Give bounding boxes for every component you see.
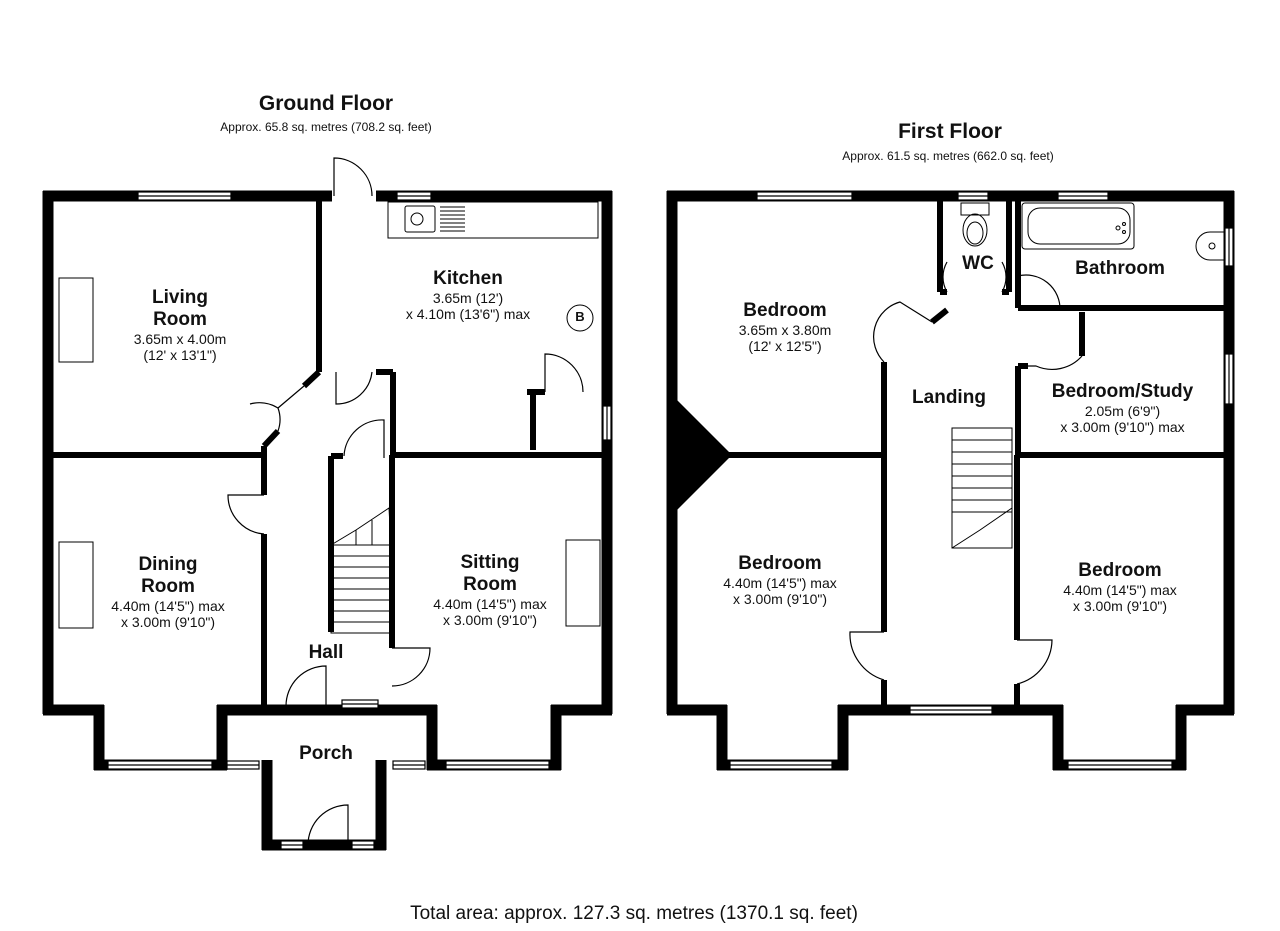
room-sitting-dim2: x 3.00m (9'10") — [442, 611, 537, 628]
room-bed3-dim2: x 3.00m (9'10") — [1072, 597, 1167, 614]
room-kitchen-dim1: 3.65m (12') — [432, 289, 504, 306]
room-sitting-name1: Sitting — [460, 552, 520, 573]
room-living: Living Room 3.65m x 4.00m (12' x 13'1") — [100, 287, 260, 363]
room-bedroom-rear-left: Bedroom 4.40m (14'5") max x 3.00m (9'10"… — [690, 553, 870, 607]
room-kitchen: Kitchen 3.65m (12') x 4.10m (13'6") max — [378, 268, 558, 322]
room-sitting: Sitting Room 4.40m (14'5") max x 3.00m (… — [400, 552, 580, 628]
room-sitting-dim1: 4.40m (14'5") max — [433, 595, 547, 612]
room-bed3-dim1: 4.40m (14'5") max — [1063, 581, 1177, 598]
room-study-name1: Bedroom/Study — [1051, 381, 1194, 402]
room-sitting-name2: Room — [463, 573, 517, 595]
first-floor-area: Approx. 61.5 sq. metres (662.0 sq. feet) — [842, 149, 1054, 163]
kitchen-fittings — [387, 201, 599, 332]
room-landing: Landing — [894, 387, 1004, 409]
ground-stairs — [330, 507, 392, 634]
room-bedroom-rear-right: Bedroom 4.40m (14'5") max x 3.00m (9'10"… — [1030, 560, 1210, 614]
room-study-dim1: 2.05m (6'9") — [1084, 402, 1161, 419]
first-doors — [849, 261, 1083, 685]
room-bed2-dim2: x 3.00m (9'10") — [732, 590, 827, 607]
room-porch-name1: Porch — [299, 743, 353, 764]
room-landing-name1: Landing — [912, 387, 986, 408]
room-living-name1: Living — [152, 287, 208, 308]
room-dining: Dining Room 4.40m (14'5") max x 3.00m (9… — [78, 554, 258, 630]
room-wc-name1: WC — [962, 253, 994, 274]
room-bed3-name1: Bedroom — [1078, 560, 1162, 581]
ground-floor-title: Ground Floor — [258, 92, 394, 115]
bathroom-fittings — [960, 202, 1224, 261]
room-kitchen-dim2: x 4.10m (13'6") max — [405, 305, 531, 322]
room-wc: WC — [948, 253, 1008, 275]
room-bed1-name1: Bedroom — [743, 300, 827, 321]
ground-windows — [107, 191, 612, 850]
room-dining-dim2: x 3.00m (9'10") — [120, 613, 215, 630]
room-bedroom-front-left: Bedroom 3.65m x 3.80m (12' x 12'5") — [700, 300, 870, 354]
room-living-dim2: (12' x 13'1") — [143, 346, 217, 363]
first-floor-title: First Floor — [898, 120, 1002, 143]
room-kitchen-name1: Kitchen — [433, 268, 503, 289]
room-bathroom: Bathroom — [1050, 258, 1190, 280]
fireplaces — [58, 277, 601, 629]
room-dining-name1: Dining — [138, 554, 198, 575]
total-area: Total area: approx. 127.3 sq. metres (13… — [410, 903, 858, 924]
room-bed1-dim1: 3.65m x 3.80m — [738, 321, 832, 338]
room-living-dim1: 3.65m x 4.00m — [133, 330, 227, 347]
first-stairs — [951, 427, 1013, 549]
room-hall: Hall — [286, 642, 366, 664]
room-bed1-dim2: (12' x 12'5") — [748, 337, 822, 354]
first-floor-plan — [666, 190, 1235, 771]
ground-doors — [227, 157, 584, 846]
room-dining-dim1: 4.40m (14'5") max — [111, 597, 225, 614]
room-study-dim2: x 3.00m (9'10") max — [1060, 418, 1185, 435]
first-windows — [729, 191, 1234, 770]
room-bed2-name1: Bedroom — [738, 553, 822, 574]
room-dining-name2: Room — [141, 575, 195, 597]
room-bed2-dim1: 4.40m (14'5") max — [723, 574, 837, 591]
room-living-name2: Room — [153, 308, 207, 330]
ground-floor-plan — [42, 157, 613, 851]
room-study: Bedroom/Study 2.05m (6'9") x 3.00m (9'10… — [1030, 381, 1215, 435]
room-hall-name1: Hall — [308, 642, 344, 663]
ground-floor-area: Approx. 65.8 sq. metres (708.2 sq. feet) — [220, 120, 432, 134]
room-bathroom-name1: Bathroom — [1075, 258, 1165, 279]
boiler-label: B — [575, 309, 585, 324]
room-porch: Porch — [276, 743, 376, 765]
